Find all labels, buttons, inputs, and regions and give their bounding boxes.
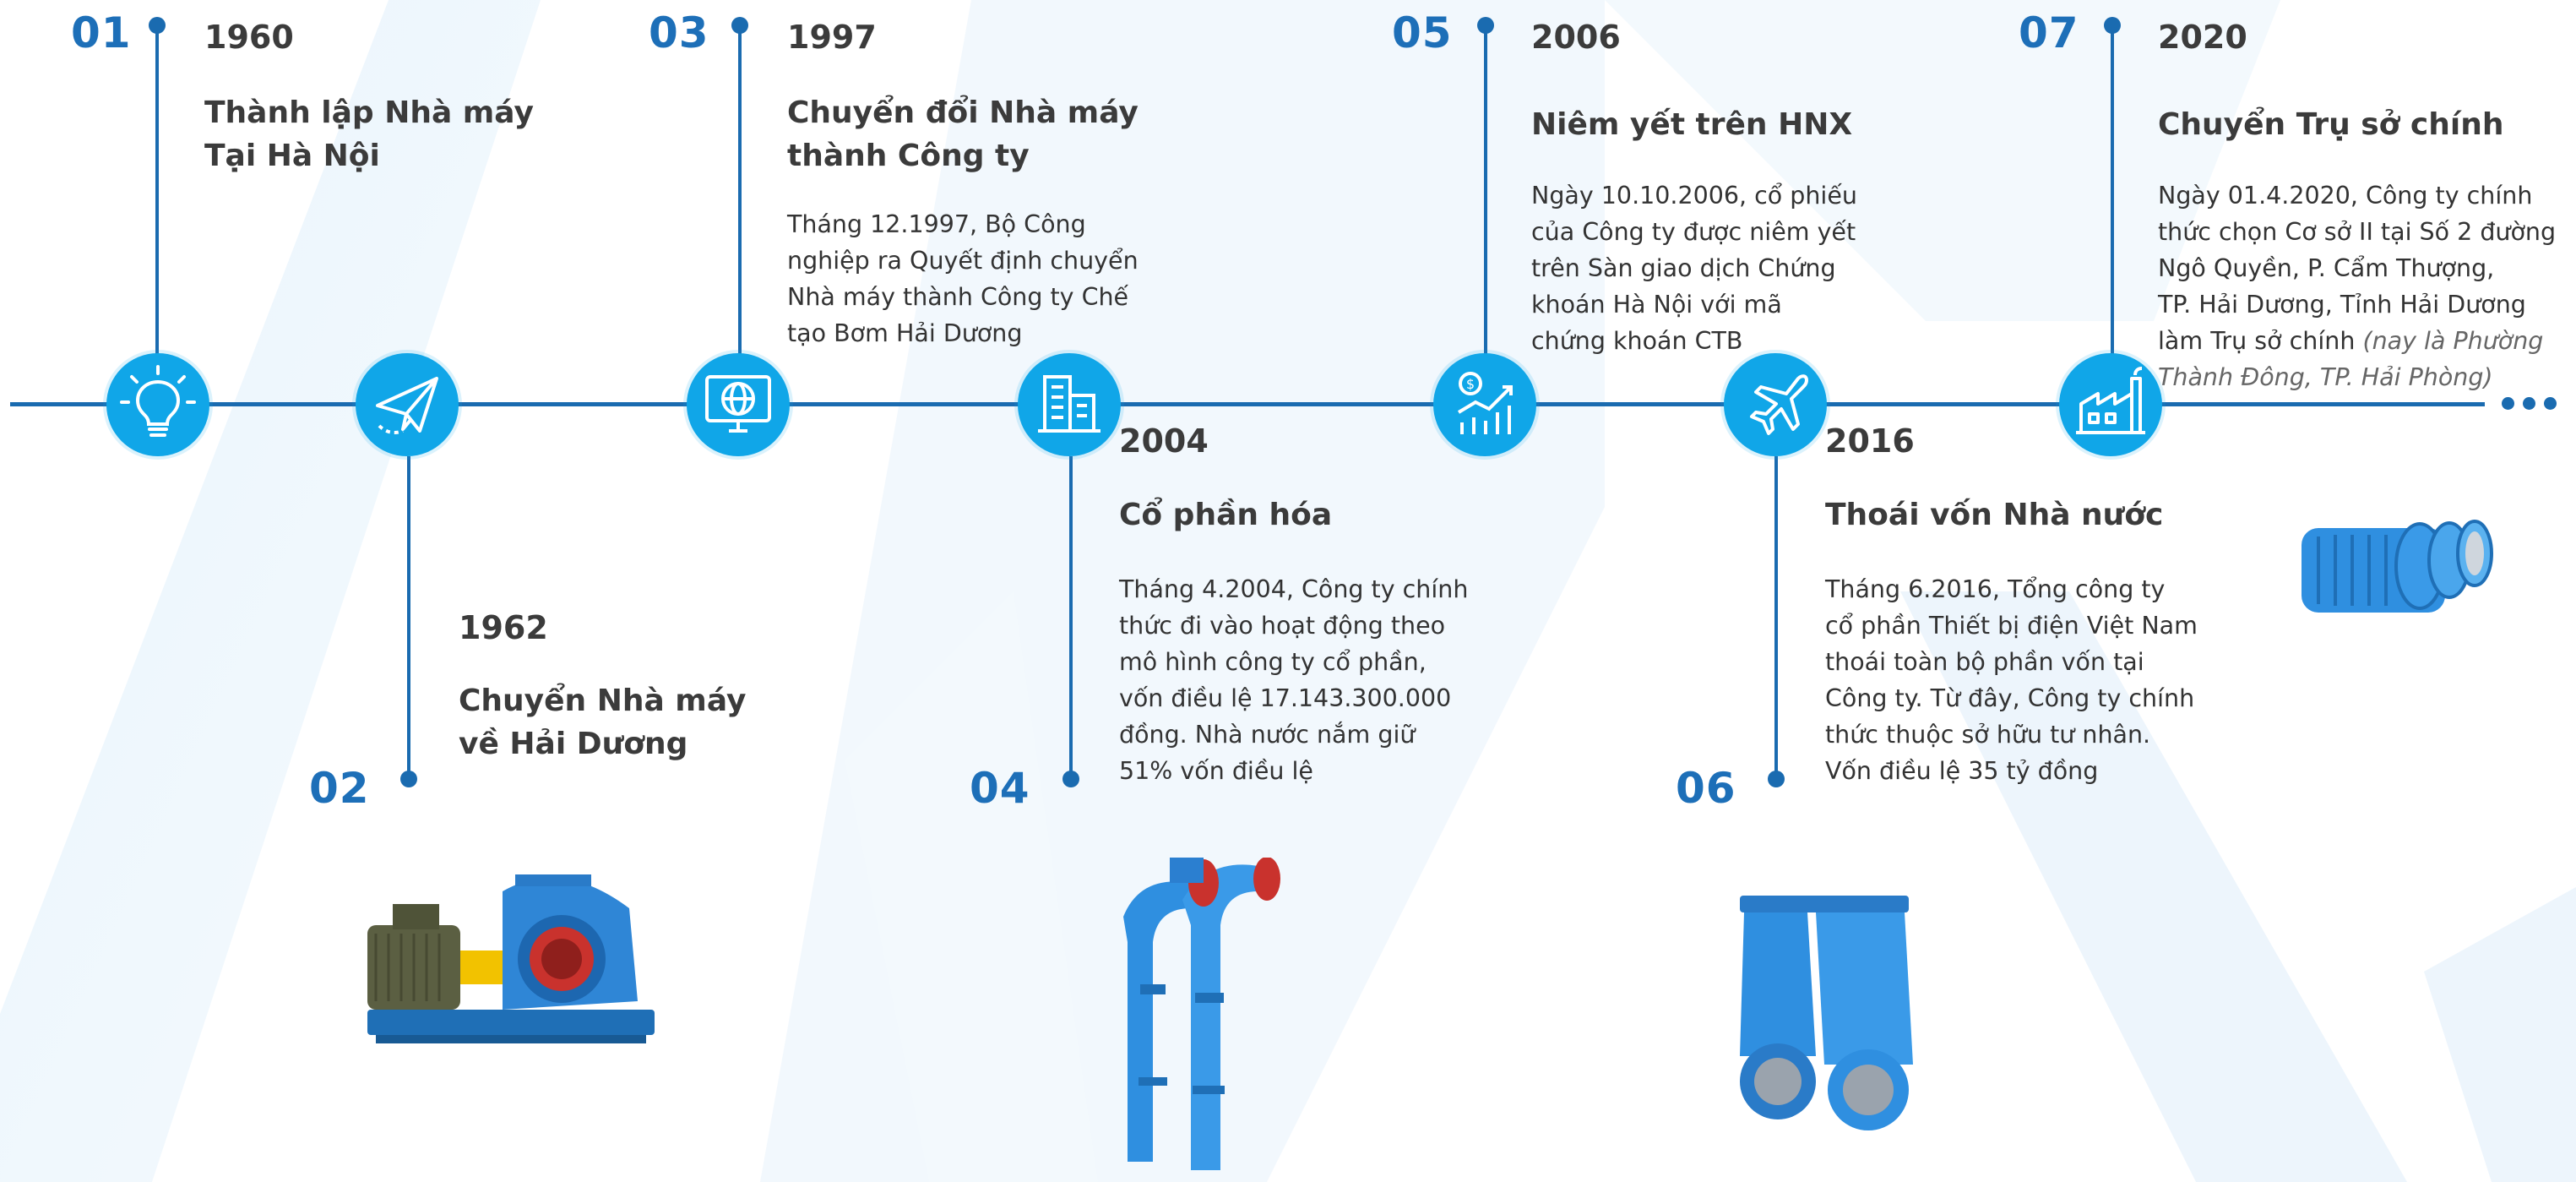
- milestone-dot: [1768, 771, 1785, 787]
- milestone-number: 03: [649, 8, 709, 57]
- connector-line: [155, 25, 159, 355]
- globe-monitor-icon: [687, 353, 790, 456]
- growth-chart-icon: $: [1433, 353, 1536, 456]
- lightbulb-icon: [106, 353, 209, 456]
- airplane-icon: [1724, 353, 1827, 456]
- milestone-year: 2004: [1119, 422, 1209, 460]
- milestone-year: 1962: [459, 609, 548, 646]
- milestone-number: 04: [970, 764, 1030, 813]
- milestone-title: Cổ phần hóa: [1119, 498, 1333, 532]
- milestone-title: Chuyển Nhà máy về Hải Dương: [459, 684, 747, 761]
- milestone-year: 2006: [1531, 19, 1621, 56]
- gate-valves-image: [1740, 896, 1913, 1130]
- milestone-description: Tháng 12.1997, Bộ Công nghiệp ra Quyết đ…: [787, 210, 1139, 347]
- vertical-pumps-image: [1123, 858, 1280, 1170]
- milestone-title: Thoái vốn Nhà nước: [1825, 498, 2164, 532]
- factory-icon: [2059, 353, 2162, 456]
- connector-line: [2111, 25, 2114, 355]
- connector-line: [738, 25, 742, 355]
- milestone-title: Chuyển đổi Nhà máy thành Công ty: [787, 95, 1139, 173]
- milestone-number: 07: [2019, 8, 2079, 57]
- milestone-year: 2020: [2158, 19, 2247, 56]
- milestone-title: Thành lập Nhà máy Tại Hà Nội: [204, 95, 534, 173]
- milestone-description: Ngày 10.10.2006, cổ phiếu của Công ty đư…: [1531, 182, 1857, 355]
- milestone-year: 1960: [204, 19, 294, 56]
- milestone-description: Tháng 6.2016, Tổng công ty cổ phần Thiết…: [1825, 575, 2198, 785]
- milestone-dot: [731, 17, 748, 34]
- milestone-number: 05: [1392, 8, 1453, 57]
- milestone-number: 06: [1676, 764, 1736, 813]
- milestone-description-text: Ngày 01.4.2020, Công ty chính thức chọn …: [2158, 182, 2557, 355]
- svg-text:$: $: [1466, 376, 1475, 392]
- milestone-year: 2016: [1825, 422, 1915, 460]
- milestone-title: Niêm yết trên HNX: [1531, 107, 1853, 142]
- motor-housing-image: [2302, 520, 2493, 613]
- milestone-year: 1997: [787, 19, 877, 56]
- milestone-dot: [1477, 17, 1494, 34]
- milestone-description: Ngày 01.4.2020, Công ty chính thức chọn …: [2158, 177, 2556, 395]
- buildings-icon: [1018, 353, 1121, 456]
- milestone-number: 01: [71, 8, 132, 57]
- milestone-title: Chuyển Trụ sở chính: [2158, 107, 2504, 142]
- connector-line: [1484, 25, 1487, 355]
- connector-line: [1069, 456, 1073, 782]
- ellipsis-icon: [2502, 397, 2565, 414]
- connector-line: [407, 456, 410, 782]
- milestone-dot: [400, 771, 417, 787]
- milestone-description-note: (nay là Phường Thành Đông, TP. Hải Phòng…: [2158, 327, 2544, 391]
- milestone-dot: [1062, 771, 1079, 787]
- split-case-pump-image: [367, 874, 655, 1043]
- milestone-dot: [149, 17, 166, 34]
- paper-plane-icon: [356, 353, 459, 456]
- milestone-number: 02: [309, 764, 370, 813]
- milestone-dot: [2104, 17, 2121, 34]
- connector-line: [1774, 456, 1778, 782]
- milestone-description: Tháng 4.2004, Công ty chính thức đi vào …: [1119, 575, 1469, 785]
- timeline-axis: [10, 402, 2485, 406]
